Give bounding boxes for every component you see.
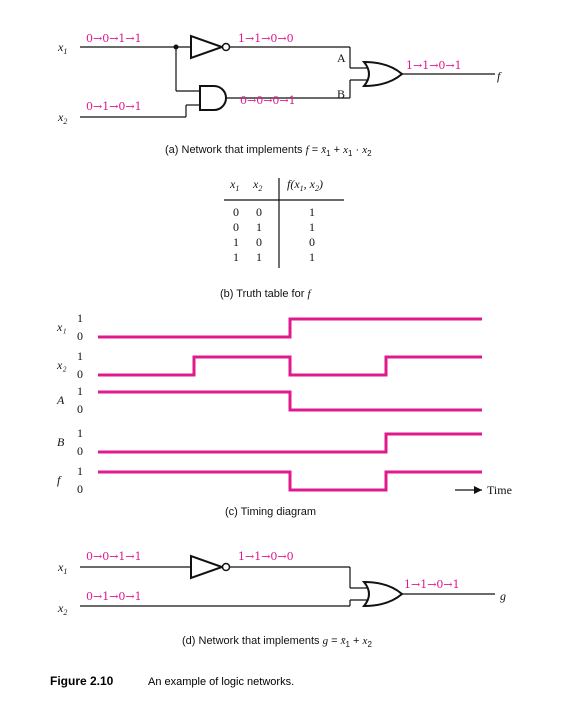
tt-cell: 1 — [309, 250, 315, 264]
caption-c: (c) Timing diagram — [225, 506, 316, 518]
tt-cell: 1 — [256, 250, 262, 264]
signal-name: x₂ — [56, 358, 67, 372]
caption-d: (d) Network that implements g = x̄1 + x2 — [182, 635, 372, 649]
network-a: x1 0→0→1→1 1→1→0→0 A x2 0→1→0→1 0→0→0→1 … — [57, 32, 502, 158]
tt-header-x2: x2 — [252, 177, 262, 193]
tt-cell: 0 — [309, 235, 315, 249]
signal-name: A — [56, 393, 65, 407]
signal-high-label: 1 — [77, 349, 83, 363]
signal-name: f — [57, 473, 62, 487]
tt-cell: 0 — [256, 205, 262, 219]
or-out-seq-d: 1→1→0→1 — [404, 578, 460, 591]
waveform — [98, 355, 482, 377]
signal-high-label: 1 — [77, 311, 83, 325]
waveform — [98, 470, 482, 492]
x1-label-a: x1 — [57, 40, 67, 56]
tt-header-f: f(x1, x2) — [287, 177, 323, 193]
x1-seq-a: 0→0→1→1 — [86, 32, 142, 45]
x1-seq-d: 0→0→1→1 — [86, 550, 142, 563]
not-out-seq-a: 1→1→0→0 — [238, 32, 294, 45]
time-label: Time — [487, 483, 512, 497]
waveform — [98, 432, 482, 454]
x2-seq-a: 0→1→0→1 — [86, 100, 142, 113]
signal-name: B — [57, 435, 65, 449]
network-d: x1 0→0→1→1 1→1→0→0 x2 0→1→0→1 1→1→0→1 g … — [57, 550, 506, 649]
not-out-seq-d: 1→1→0→0 — [238, 550, 294, 563]
tt-header-x1: x1 — [229, 177, 239, 193]
caption-a: (a) Network that implements f = x̄1 + x1… — [165, 144, 372, 158]
tt-cell: 1 — [309, 205, 315, 219]
tt-cell: 0 — [233, 205, 239, 219]
signal-low-label: 0 — [77, 329, 83, 343]
or-out-seq-a: 1→1→0→1 — [406, 59, 462, 72]
x2-label-d: x2 — [57, 601, 67, 617]
signal-low-label: 0 — [77, 482, 83, 496]
tt-cell: 0 — [256, 235, 262, 249]
not-gate-d — [190, 554, 225, 580]
x2-label-a: x2 — [57, 110, 67, 126]
signal-low-label: 0 — [77, 444, 83, 458]
caption-b: (b) Truth table for f — [220, 288, 312, 300]
tt-cell: 1 — [233, 250, 239, 264]
not-gate-a — [190, 34, 225, 60]
tt-cell: 1 — [309, 220, 315, 234]
f-output-label: f — [497, 69, 502, 83]
signal-high-label: 1 — [77, 426, 83, 440]
waveform — [98, 390, 482, 412]
time-arrow-icon — [474, 486, 482, 494]
and-gate-a — [199, 85, 227, 111]
g-output-label: g — [500, 589, 506, 603]
node-b-label: B — [337, 87, 345, 101]
figure-number: Figure 2.10 — [50, 674, 114, 688]
tt-cell: 0 — [233, 220, 239, 234]
tt-cell: 1 — [233, 235, 239, 249]
and-out-seq-a: 0→0→0→1 — [240, 94, 296, 107]
or-gate-a — [361, 60, 404, 88]
node-a-label: A — [337, 51, 346, 65]
figure-title: An example of logic networks. — [148, 676, 294, 688]
tt-cell: 1 — [256, 220, 262, 234]
waveform — [98, 317, 482, 339]
signal-low-label: 0 — [77, 367, 83, 381]
signal-high-label: 1 — [77, 384, 83, 398]
x2-seq-d: 0→1→0→1 — [86, 590, 142, 603]
or-gate-d — [361, 580, 404, 608]
x1-label-d: x1 — [57, 560, 67, 576]
signal-low-label: 0 — [77, 402, 83, 416]
signal-name: x₁ — [56, 320, 67, 334]
signal-high-label: 1 — [77, 464, 83, 478]
